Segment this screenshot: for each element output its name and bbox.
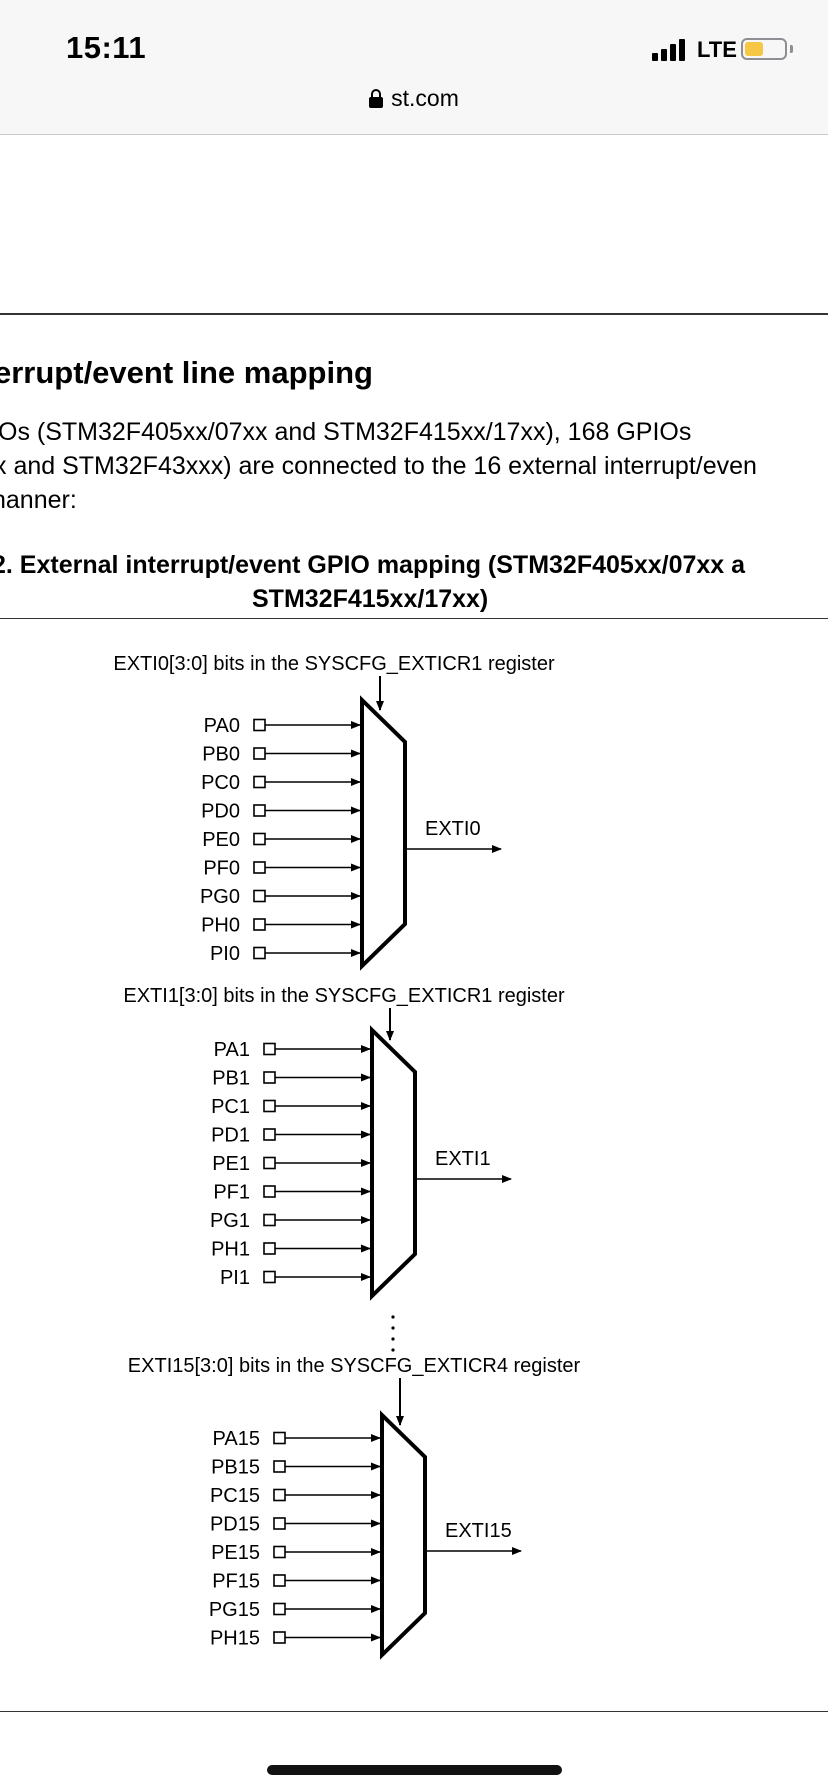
input-pad <box>253 861 266 874</box>
input-pad <box>253 918 266 931</box>
toolbar-divider <box>0 134 828 135</box>
input-pin-label: PD0 <box>201 801 240 823</box>
input-pin-label: PD15 <box>210 1514 260 1536</box>
input-pin-label: PF1 <box>213 1182 250 1204</box>
address-bar[interactable]: st.com <box>0 85 828 112</box>
input-pad <box>263 1042 276 1056</box>
input-pad <box>273 1545 286 1559</box>
input-pin-label: PG0 <box>200 886 240 908</box>
input-pin-label: PI0 <box>210 943 240 965</box>
paragraph-line-2: x and STM32F43xxx) are connected to the … <box>0 452 757 480</box>
input-pin-label: PC15 <box>210 1485 260 1507</box>
lock-icon <box>369 89 384 108</box>
input-pad <box>273 1431 286 1445</box>
multiplexer <box>370 1025 417 1301</box>
paragraph-line-1: Os (STM32F405xx/07xx and STM32F415xx/17x… <box>0 418 692 446</box>
input-pad <box>263 1242 276 1255</box>
multiplexer <box>380 1410 427 1660</box>
cellular-signal-icon <box>652 39 685 61</box>
input-pad <box>273 1574 286 1587</box>
paragraph-line-3: nanner: <box>0 486 77 514</box>
input-pad <box>263 1071 276 1084</box>
input-pad <box>253 889 266 903</box>
input-pad <box>273 1602 286 1616</box>
input-pad <box>253 747 266 760</box>
figure-caption-line-1: 2. External interrupt/event GPIO mapping… <box>0 551 746 579</box>
input-pin-label: PA15 <box>213 1428 260 1450</box>
input-pin-label: PG1 <box>210 1210 250 1232</box>
section-top-rule <box>0 313 828 315</box>
input-pin-label: PF0 <box>203 858 240 880</box>
exti-gpio-mapping-diagram: EXTI0[3:0] bits in the SYSCFG_EXTICR1 re… <box>113 653 581 1660</box>
input-pad <box>263 1128 276 1141</box>
exti-output-label: EXTI1 <box>435 1148 491 1170</box>
input-pin-label: PC1 <box>211 1096 250 1118</box>
home-indicator[interactable] <box>267 1765 562 1775</box>
input-pin-label: PE0 <box>202 829 240 851</box>
input-pin-label: PA1 <box>214 1039 250 1061</box>
input-pin-label: PH0 <box>201 915 240 937</box>
ellipsis-dot <box>391 1348 395 1352</box>
input-pin-label: PG15 <box>209 1599 260 1621</box>
input-pad <box>263 1099 276 1113</box>
input-pad <box>273 1460 286 1473</box>
url-text: st.com <box>391 85 459 111</box>
input-pin-label: PF15 <box>212 1571 260 1593</box>
input-pin-label: PE15 <box>211 1542 260 1564</box>
ellipsis-dot <box>391 1337 395 1341</box>
input-pin-label: PD1 <box>211 1125 250 1147</box>
input-pad <box>263 1156 276 1170</box>
clock: 15:11 <box>66 30 147 65</box>
input-pad <box>253 775 266 789</box>
input-pad <box>273 1631 286 1644</box>
section-heading: errupt/event line mapping <box>0 355 373 390</box>
input-pin-label: PB1 <box>212 1068 250 1090</box>
ellipsis-dot <box>391 1326 395 1330</box>
input-pin-label: PH15 <box>210 1628 260 1650</box>
battery-icon <box>741 38 787 60</box>
input-pad <box>253 718 266 732</box>
input-pad <box>253 832 266 846</box>
input-pad <box>273 1517 286 1530</box>
network-type: LTE <box>697 37 737 62</box>
input-pad <box>263 1185 276 1198</box>
register-select-label: EXTI15[3:0] bits in the SYSCFG_EXTICR4 r… <box>128 1355 581 1377</box>
ellipsis-dot <box>391 1315 395 1319</box>
exti-output-label: EXTI0 <box>425 818 481 840</box>
caption-bottom-rule <box>0 618 828 619</box>
figure-bottom-rule <box>0 1711 828 1712</box>
input-pin-label: PB0 <box>202 744 240 766</box>
register-select-label: EXTI0[3:0] bits in the SYSCFG_EXTICR1 re… <box>113 653 555 675</box>
multiplexer <box>360 695 407 971</box>
status-bar: 15:11 LTE st.com <box>0 0 828 135</box>
input-pad <box>273 1488 286 1502</box>
input-pad <box>263 1270 276 1284</box>
register-select-label: EXTI1[3:0] bits in the SYSCFG_EXTICR1 re… <box>123 985 565 1007</box>
input-pin-label: PA0 <box>204 715 240 737</box>
input-pad <box>253 946 266 960</box>
input-pad <box>263 1213 276 1227</box>
input-pin-label: PC0 <box>201 772 240 794</box>
input-pin-label: PB15 <box>211 1457 260 1479</box>
input-pin-label: PI1 <box>220 1267 250 1289</box>
exti-output-label: EXTI15 <box>445 1520 512 1542</box>
input-pad <box>253 804 266 817</box>
figure-caption-line-2: STM32F415xx/17xx) <box>252 585 489 613</box>
input-pin-label: PE1 <box>212 1153 250 1175</box>
input-pin-label: PH1 <box>211 1239 250 1261</box>
battery-tip <box>790 45 793 53</box>
